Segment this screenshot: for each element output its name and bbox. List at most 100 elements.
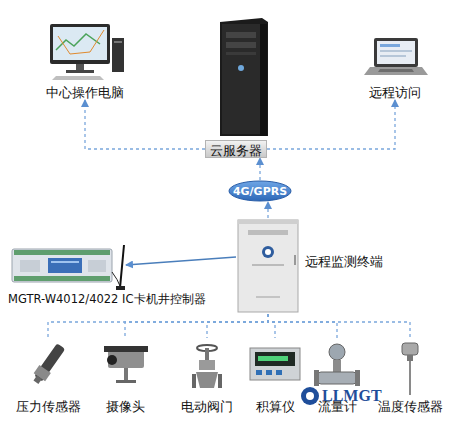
well-controller-icon-part: [14, 276, 110, 281]
laptop-icon-part: [374, 38, 418, 67]
totalizer-icon-part: [276, 370, 282, 375]
dashed-connector: [125, 314, 268, 338]
totalizer-icon-part: [256, 370, 262, 375]
well-controller-icon-part: [14, 250, 110, 255]
valve-icon-part: [196, 372, 218, 388]
terminal-cabinet-icon-part: [294, 255, 296, 265]
flow-meter-icon-part: [329, 344, 345, 360]
flow-meter-icon-part: [314, 370, 319, 386]
dashed-connector: [267, 100, 395, 149]
watermark-logo-part: [306, 392, 314, 400]
node-label: 温度传感器: [376, 399, 444, 414]
totalizer-icon-part: [255, 352, 295, 366]
totalizer-icon-part: [258, 356, 288, 361]
flow-meter-icon-part: [355, 370, 360, 386]
node-label: 电动阀门: [173, 399, 241, 414]
laptop-icon-part: [380, 55, 406, 57]
camera-icon: [104, 346, 148, 383]
ellipse-outline: [229, 181, 291, 201]
well-controller-icon: [12, 245, 125, 290]
node-label: 摄像头: [91, 399, 159, 414]
totalizer-icon-part: [250, 348, 300, 380]
server-label-box: 云服务器: [205, 140, 267, 158]
totalizer-icon: [250, 348, 300, 380]
valve-icon-part: [205, 348, 209, 362]
dashed-connector: [268, 314, 337, 338]
camera-icon-part: [107, 355, 117, 365]
laptop-icon-part: [377, 41, 415, 64]
desktop-computer-icon-part: [58, 30, 104, 54]
device-node: 中心操作电脑: [40, 20, 130, 100]
server-tower-icon-part: [226, 32, 256, 38]
server-tower-icon-part: [226, 52, 256, 55]
device-node: 压力传感器: [14, 338, 82, 414]
terminal-cabinet-icon-part: [252, 264, 284, 266]
camera-icon-part: [104, 346, 148, 352]
laptop-icon-part: [380, 44, 400, 47]
flow-meter-icon: [314, 344, 360, 386]
pressure-sensor-icon-part: [34, 343, 65, 382]
well-controller-icon-part: [120, 245, 124, 288]
well-controller-icon-part: [112, 272, 120, 286]
pressure-sensor-icon-part: [33, 376, 41, 384]
device-node: 温度传感器: [376, 338, 444, 414]
well-controller-icon-part: [88, 260, 106, 272]
desktop-computer-icon-part: [53, 27, 107, 60]
node-label: 远程监测终端: [305, 254, 383, 269]
totalizer-icon-part: [266, 370, 272, 375]
terminal-cabinet-icon-part: [265, 249, 271, 255]
temperature-sensor-icon-part: [407, 355, 413, 361]
node-label: 中心操作电脑: [40, 85, 130, 100]
dashed-connector: [268, 314, 275, 338]
dashed-connector: [259, 158, 260, 180]
node-label: 4G/GPRS: [228, 184, 292, 199]
valve-icon-part: [192, 374, 196, 388]
terminal-cabinet-icon-part: [262, 246, 274, 258]
desktop-computer-icon-part: [52, 76, 104, 80]
server-tower-icon-part: [238, 65, 244, 71]
camera-icon-part: [108, 350, 144, 368]
terminal-cabinet-icon-part: [248, 230, 288, 235]
desktop-computer-icon-part: [112, 38, 124, 72]
temperature-sensor-icon: [402, 343, 418, 395]
temperature-sensor-icon-part: [409, 361, 411, 395]
flow-meter-icon-part: [318, 372, 356, 384]
desktop-computer-icon-part: [66, 70, 94, 73]
node-label: 云服务器: [206, 143, 266, 158]
desktop-computer-icon-part: [50, 24, 110, 64]
watermark-logo-part: [301, 387, 319, 405]
camera-icon-part: [124, 368, 128, 380]
laptop-icon-part: [380, 50, 412, 52]
device-node: 积算仪: [241, 338, 309, 414]
terminal-cabinet-icon-part: [238, 220, 298, 224]
device-node: 摄像头: [91, 338, 159, 414]
desktop-computer-icon-part: [114, 41, 122, 43]
dashed-connector: [267, 202, 268, 218]
laptop-icon-part: [378, 69, 414, 72]
node-label: 压力传感器: [14, 399, 82, 414]
desktop-computer-icon: [50, 24, 124, 80]
temperature-sensor-icon-part: [402, 343, 418, 355]
laptop-icon: [364, 38, 428, 75]
device-node: 远程监测终端: [236, 218, 300, 314]
device-node: MGTR-W4012/4022 IC卡机井控制器: [8, 242, 126, 288]
server-tower-icon-part: [260, 24, 267, 136]
valve-icon-part: [199, 360, 215, 370]
device-node: 远程访问: [355, 30, 435, 100]
terminal-cabinet-icon: [238, 220, 298, 312]
watermark-text: LLMGT: [322, 387, 382, 405]
network-ellipse: 4G/GPRS: [228, 180, 292, 202]
watermark-logo: [301, 387, 319, 405]
well-controller-icon-part: [116, 286, 125, 290]
terminal-cabinet-icon-part: [256, 296, 280, 298]
server-tower-icon-part: [226, 42, 256, 48]
dashed-connector: [268, 314, 410, 338]
node-label: MGTR-W4012/4022 IC卡机井控制器: [8, 292, 206, 307]
pressure-sensor-icon: [30, 342, 67, 386]
device-node: 电动阀门: [173, 338, 241, 414]
valve-icon-part: [218, 374, 222, 388]
dashed-connector: [207, 314, 268, 338]
well-controller-icon-part: [12, 249, 112, 282]
